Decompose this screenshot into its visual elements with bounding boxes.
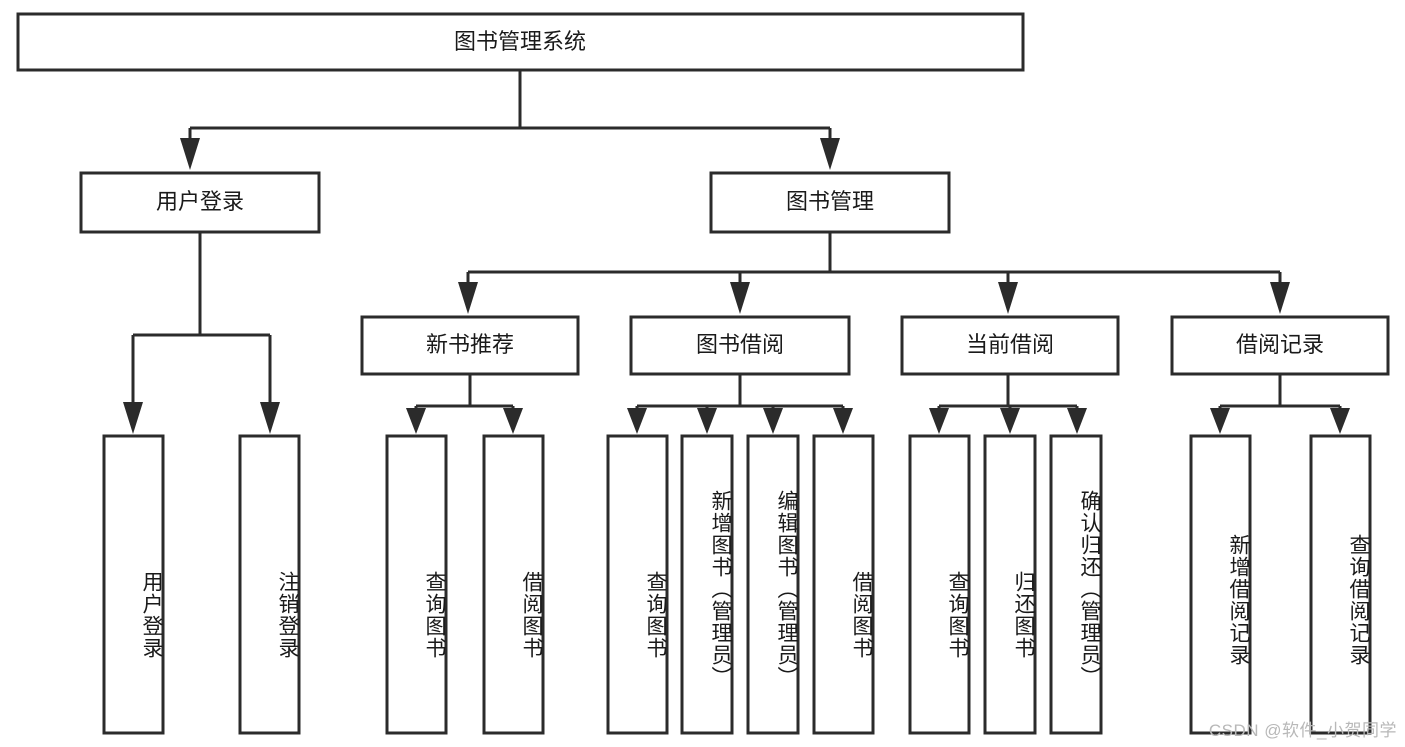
arrow-head-borrow-record — [1270, 282, 1290, 314]
arrow-head-leaf-query-record — [1330, 408, 1350, 434]
arrow-head-leaf-add-book — [697, 408, 717, 434]
node-leaf-user-logout[interactable] — [238, 434, 301, 735]
node-leaf-query-book-3[interactable] — [908, 434, 971, 735]
arrow-head-book-borrow — [730, 282, 750, 314]
node-leaf-add-book[interactable] — [680, 434, 734, 735]
node-book-manage[interactable]: 图书管理 — [709, 171, 951, 234]
connector-new-book-recommend-to-leaves — [406, 374, 523, 434]
arrow-head-leaf-user-logout — [260, 402, 280, 434]
arrow-head-current-borrow — [998, 282, 1018, 314]
node-leaf-borrow-book-1[interactable] — [482, 434, 545, 735]
node-current-borrow[interactable]: 当前借阅 — [900, 315, 1120, 376]
connector-user-login-to-leaves — [123, 232, 280, 434]
node-user-login-label: 用户登录 — [156, 189, 244, 214]
connector-root-to-level2 — [180, 70, 840, 170]
connector-borrow-record-to-leaves — [1210, 374, 1350, 434]
arrow-head-new-book-recommend — [458, 282, 478, 314]
node-borrow-record[interactable]: 借阅记录 — [1170, 315, 1390, 376]
arrow-head-leaf-borrow-book-2 — [833, 408, 853, 434]
watermark-text: CSDN @软件_小贺同学 — [1208, 721, 1397, 740]
node-book-borrow-label: 图书借阅 — [696, 332, 784, 357]
node-root[interactable]: 图书管理系统 — [16, 12, 1025, 72]
node-current-borrow-label: 当前借阅 — [966, 332, 1054, 357]
node-leaf-query-book-1[interactable] — [385, 434, 448, 735]
node-leaf-edit-book[interactable] — [746, 434, 800, 735]
node-leaf-return-book[interactable] — [983, 434, 1037, 735]
arrow-head-leaf-return-book — [1000, 408, 1020, 434]
connector-current-borrow-to-leaves — [929, 374, 1087, 434]
node-leaf-query-record[interactable] — [1309, 434, 1372, 735]
arrow-head-book-manage — [820, 138, 840, 170]
connector-book-borrow-to-leaves — [627, 374, 853, 434]
arrow-head-leaf-confirm-return — [1067, 408, 1087, 434]
arrow-head-leaf-query-book-3 — [929, 408, 949, 434]
node-book-borrow[interactable]: 图书借阅 — [629, 315, 851, 376]
node-new-book-recommend-label: 新书推荐 — [426, 332, 514, 357]
node-book-manage-label: 图书管理 — [786, 189, 874, 214]
connector-book-manage-to-level3 — [458, 232, 1290, 314]
node-user-login[interactable]: 用户登录 — [79, 171, 321, 234]
node-leaf-query-book-2[interactable] — [606, 434, 669, 735]
node-leaf-add-record[interactable] — [1189, 434, 1252, 735]
arrow-head-leaf-query-book-2 — [627, 408, 647, 434]
node-borrow-record-label: 借阅记录 — [1236, 332, 1324, 357]
arrow-head-leaf-query-book-1 — [406, 408, 426, 434]
arrow-head-leaf-borrow-book-1 — [503, 408, 523, 434]
node-leaf-confirm-return[interactable] — [1049, 434, 1103, 735]
node-new-book-recommend[interactable]: 新书推荐 — [360, 315, 580, 376]
node-leaf-borrow-book-2[interactable] — [812, 434, 875, 735]
node-leaf-user-login[interactable] — [102, 434, 165, 735]
arrow-head-leaf-add-record — [1210, 408, 1230, 434]
arrow-head-leaf-user-login — [123, 402, 143, 434]
leaf-boxes — [102, 434, 1372, 735]
node-root-label: 图书管理系统 — [454, 29, 586, 54]
arrow-head-user-login — [180, 138, 200, 170]
arrow-head-leaf-edit-book — [763, 408, 783, 434]
